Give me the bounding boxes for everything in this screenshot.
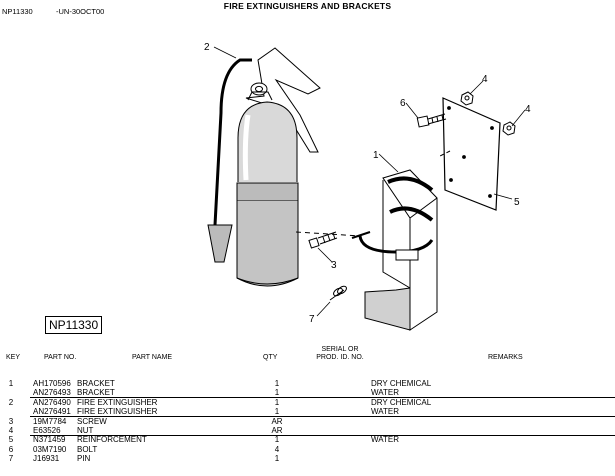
document-id: NP11330: [2, 7, 33, 16]
leader-lines: [213, 46, 526, 317]
cell-part-name: BRACKET: [77, 379, 115, 388]
row-divider: [30, 434, 615, 436]
cell-part-no: J16931: [33, 454, 60, 464]
date-code: -UN-30OCT00: [56, 7, 105, 16]
table-row: AN276493 BRACKET 1 WATER: [0, 388, 615, 397]
cell-qty: 1: [274, 388, 280, 398]
table-row: 7 J16931 PIN 1: [0, 454, 615, 463]
exploded-parts-drawing: 2 1 3 4 4 5 6 7: [204, 42, 531, 331]
cell-part-name: BRACKET: [77, 388, 115, 398]
cell-key: 3: [8, 416, 14, 426]
cell-part-no: 19M7784: [33, 416, 67, 426]
cell-qty: AR: [271, 416, 283, 426]
screw-illustration: [308, 231, 338, 249]
bracket-illustration: [295, 169, 438, 331]
fire-extinguisher-illustration: [207, 47, 321, 287]
row-divider: [30, 416, 615, 418]
cell-remarks: WATER: [371, 435, 399, 445]
cell-remarks: WATER: [371, 388, 399, 398]
table-row: 5 N371459 REINFORCEMENT 1 WATER: [0, 435, 615, 444]
callout-4a: 4: [482, 74, 488, 85]
callout-7: 7: [309, 314, 315, 325]
cell-qty: 1: [274, 435, 280, 445]
callout-4b: 4: [525, 104, 531, 115]
nut-illustrations: [460, 91, 516, 136]
col-header-key: KEY: [6, 354, 21, 361]
cell-part-no: E63526: [33, 426, 61, 435]
cell-part-no: AN276491: [33, 407, 71, 417]
table-row: 3 19M7784 SCREW AR: [0, 417, 615, 426]
cell-part-name: BOLT: [77, 444, 98, 454]
cell-part-no: AH170596: [33, 379, 71, 388]
callout-5: 5: [514, 197, 520, 208]
figure-id-box: NP11330: [45, 316, 103, 334]
cell-qty: 1: [274, 397, 280, 407]
cell-part-name: NUT: [77, 426, 94, 435]
col-header-serial: SERIAL OR PROD. ID. NO.: [316, 346, 364, 361]
page-title: FIRE EXTINGUISHERS AND BRACKETS: [223, 1, 392, 11]
bolt-illustration: [416, 113, 447, 128]
callout-3: 3: [331, 260, 337, 271]
cell-part-name: FIRE EXTINGUISHER: [77, 397, 158, 407]
cell-part-name: PIN: [77, 454, 91, 464]
cell-key: 1: [8, 379, 14, 388]
cell-remarks: DRY CHEMICAL: [371, 397, 432, 407]
cell-key: 5: [8, 435, 14, 445]
cell-qty: AR: [271, 426, 283, 435]
row-divider: [30, 397, 615, 399]
cell-part-name: SCREW: [77, 416, 107, 426]
cell-key: 2: [8, 397, 14, 407]
table-row: AN276491 FIRE EXTINGUISHER 1 WATER: [0, 407, 615, 416]
cell-qty: 4: [274, 444, 280, 454]
table-row: 4 E63526 NUT AR: [0, 426, 615, 435]
col-header-part-name: PART NAME: [132, 354, 173, 361]
cell-part-no: N371459: [33, 435, 66, 445]
cell-remarks: WATER: [371, 407, 399, 417]
col-header-qty: QTY: [263, 354, 278, 361]
cell-key: 4: [8, 426, 14, 435]
cell-part-name: FIRE EXTINGUISHER: [77, 407, 158, 417]
cell-qty: 1: [274, 454, 280, 464]
callout-2: 2: [204, 42, 210, 53]
table-row: 6 03M7190 BOLT 4: [0, 445, 615, 454]
cell-qty: 1: [274, 379, 280, 388]
reinforcement-plate-illustration: [437, 97, 501, 211]
cell-key: 7: [8, 454, 14, 464]
cell-remarks: DRY CHEMICAL: [371, 379, 432, 388]
cell-part-no: AN276493: [33, 388, 71, 398]
col-header-part-no: PART NO.: [44, 354, 77, 361]
cell-qty: 1: [274, 407, 280, 417]
table-row: 2 AN276490 FIRE EXTINGUISHER 1 DRY CHEMICAL: [0, 398, 615, 407]
pin-illustration: [329, 285, 347, 301]
col-header-remarks: REMARKS: [488, 354, 523, 361]
cell-part-name: REINFORCEMENT: [77, 435, 147, 445]
callout-6: 6: [400, 98, 406, 109]
cell-part-no: AN276490: [33, 397, 71, 407]
table-row: 1 AH170596 BRACKET 1 DRY CHEMICAL: [0, 379, 615, 388]
cell-part-no: 03M7190: [33, 444, 67, 454]
cell-key: 6: [8, 444, 14, 454]
callout-1: 1: [373, 150, 379, 161]
